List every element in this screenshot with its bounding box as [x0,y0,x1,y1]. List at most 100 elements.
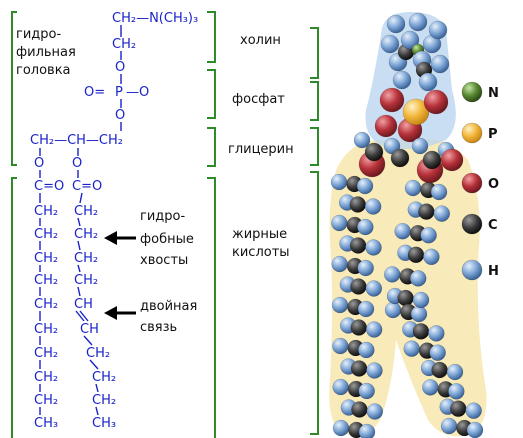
legend-swatch [461,81,483,103]
atom-h [331,214,348,232]
label-head-1: гидро- [16,27,61,42]
atom-h [331,255,348,273]
label-fatty-acids-1: жирные [232,227,287,242]
glycerol-bracket-left [207,127,216,167]
formula-phosphate-left: O= [84,85,105,100]
formula-carbonyl-1: C=O [34,179,64,194]
atom-h [400,30,420,50]
space-filling-model [329,12,487,438]
phosphate-bracket-left [207,69,216,119]
atom-h [332,337,349,355]
atom-h [411,137,429,155]
formula-o-1: O [115,60,125,75]
chain-double-bond-a [75,310,85,322]
choline-bracket-left [207,11,216,63]
label-glycerol: глицерин [228,142,294,157]
chain-right-group: CH₂ [86,346,110,361]
atom-h [429,344,446,361]
fatty-acids-bracket-left [207,177,216,438]
legend-swatch [461,259,483,281]
atom-h [332,378,349,396]
atom-c [351,401,368,418]
legend-item-n: N [461,81,499,103]
tail-bracket [11,177,17,438]
atom-c [364,142,384,162]
chain-double-bond-b [79,310,89,322]
atom-c [422,150,442,170]
label-double-bond-1: двойная [140,299,197,314]
chain-right-group: CH₂ [74,227,98,242]
atom-h [408,12,428,32]
structural-formula: CH₂—N(CH₃)₃ CH₂ O O= P —O O CH₂—CH—CH₂ O… [30,11,198,431]
fatty-acids-bracket-right [310,171,319,435]
formula-choline-group: CH₂—N(CH₃)₃ [112,11,198,26]
atom-h [430,183,448,201]
atom-o [440,148,464,172]
chain-bond-right [77,286,81,297]
chain-right-group: CH [80,322,99,337]
atom-h [353,131,371,149]
formula-o-3: O [34,156,44,171]
atom-h [332,419,350,437]
chain-left-group: CH₃ [34,416,58,431]
chain-left-group: CH₂ [34,297,58,312]
chain-left-group: CH₂ [34,393,58,408]
chain-right-group: CH₂ [74,251,98,266]
chain-right-group: CH₃ [92,416,116,431]
legend-label: O [488,177,499,192]
legend-label: P [488,127,498,142]
atom-h [383,266,401,283]
chain-right-group: CH₂ [74,204,98,219]
atom-c [450,400,467,417]
chain-left-group: CH₂ [34,370,58,385]
atom-h [446,363,464,381]
chain-right-group: CH₂ [92,393,116,408]
label-head-3: головка [16,63,71,78]
label-tails-3: хвосты [140,253,188,268]
double-bond-arrow-head [104,306,117,320]
atom-h [430,54,450,74]
atom-h [428,325,445,342]
atom-h [358,341,375,359]
left-brackets [11,11,17,438]
chain-left-group: CH₂ [34,322,58,337]
element-legend: N P O C H [461,81,499,281]
atom-c [349,196,367,213]
chain-bond-right [77,264,81,273]
label-tails-2: фобные [140,232,194,247]
formula-phosphate-right: —O [126,85,149,100]
chain-bond-right [83,335,93,346]
atom-c [350,360,368,377]
atom-h [365,321,383,338]
atom-c [397,289,414,307]
region-labels: холин фосфат глицерин жирные кислоты [228,33,294,260]
chain-right-group: CH₂ [74,273,98,288]
atom-h [422,379,439,396]
choline-bracket-right [310,27,319,79]
atom-c [431,361,448,379]
legend-label: H [488,264,499,279]
atom-h [357,218,374,236]
phosphate-bracket-right [310,81,319,121]
atom-h [428,20,448,40]
chain-left-group: CH₂ [34,227,58,242]
atom-h [412,291,430,309]
atom-h [423,248,440,266]
atom-h [433,205,451,222]
legend-swatch [461,122,483,144]
formula-glycerol: CH₂—CH—CH₂ [30,133,123,148]
glycerol-bracket-right [310,127,319,166]
atom-h [394,222,411,240]
atom-o [423,89,449,115]
atom-h [409,270,427,287]
atom-o [374,114,398,138]
chain-bond-right [77,240,81,251]
label-tails-1: гидро- [140,209,185,224]
legend-item-c: C [461,213,498,235]
atom-h [365,280,383,297]
atom-h [386,14,406,34]
atom-h [448,383,465,400]
formula-o-4: O [72,156,82,171]
legend-swatch [461,213,483,235]
atom-h [410,305,428,323]
